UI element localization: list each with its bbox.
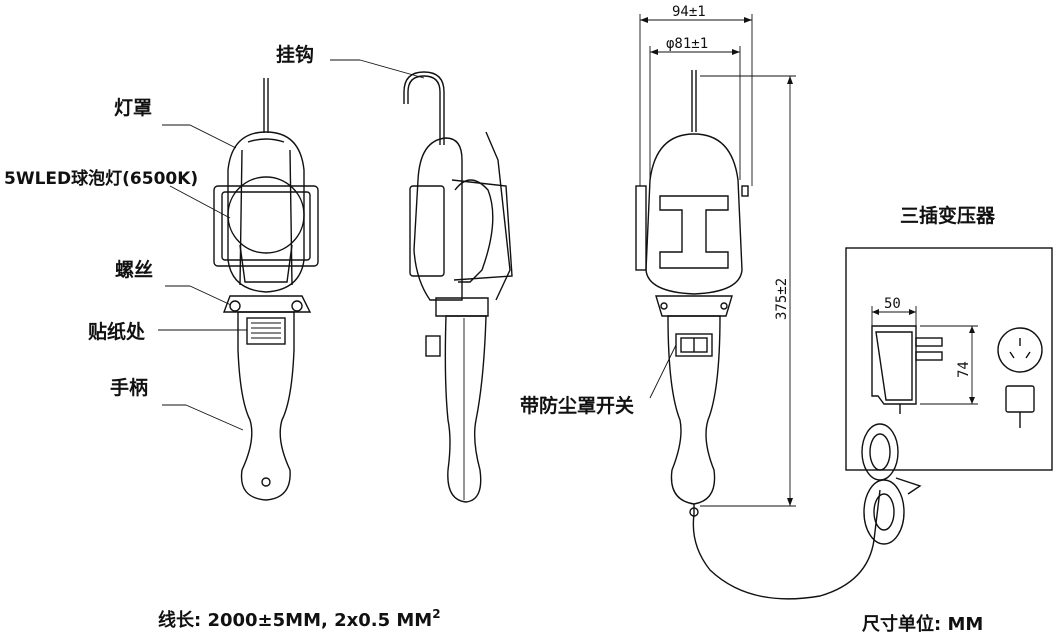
label-sticker: 贴纸处 <box>88 320 146 343</box>
dim-height: 375±2 <box>774 278 790 320</box>
dimensioned-view: 94±1 φ81±1 375±2 <box>635 4 881 600</box>
cable-length-text: 线长: 2000±5MM, 2x0.5 MM <box>158 609 432 631</box>
front-view <box>213 78 319 501</box>
switch-label: 带防尘罩开关 <box>520 344 677 417</box>
label-hook: 挂钩 <box>276 43 314 66</box>
label-transformer: 三插变压器 <box>900 204 996 227</box>
front-view-labels: 灯罩 5WLED球泡灯(6500K) 螺丝 贴纸处 手柄 <box>4 97 247 431</box>
cable-length-note: 线长: 2000±5MM, 2x0.5 MM2 <box>158 607 441 631</box>
label-switch: 带防尘罩开关 <box>520 394 634 417</box>
label-screw: 螺丝 <box>115 258 153 281</box>
transformer-box: 三插变压器 50 74 <box>845 204 1053 545</box>
cable-length-sup: 2 <box>432 607 440 621</box>
side-view <box>403 71 513 503</box>
unit-note: 尺寸单位: MM <box>862 613 983 635</box>
label-handle: 手柄 <box>110 376 148 399</box>
label-lamp-cover: 灯罩 <box>114 97 152 119</box>
dim-outer-width: 94±1 <box>672 4 706 20</box>
hook-label: 挂钩 <box>276 43 425 79</box>
label-bulb: 5WLED球泡灯(6500K) <box>4 168 198 189</box>
dim-adapter-width: 50 <box>884 296 901 312</box>
dim-adapter-height: 74 <box>956 361 972 378</box>
dim-inner-diameter: φ81±1 <box>666 36 708 52</box>
